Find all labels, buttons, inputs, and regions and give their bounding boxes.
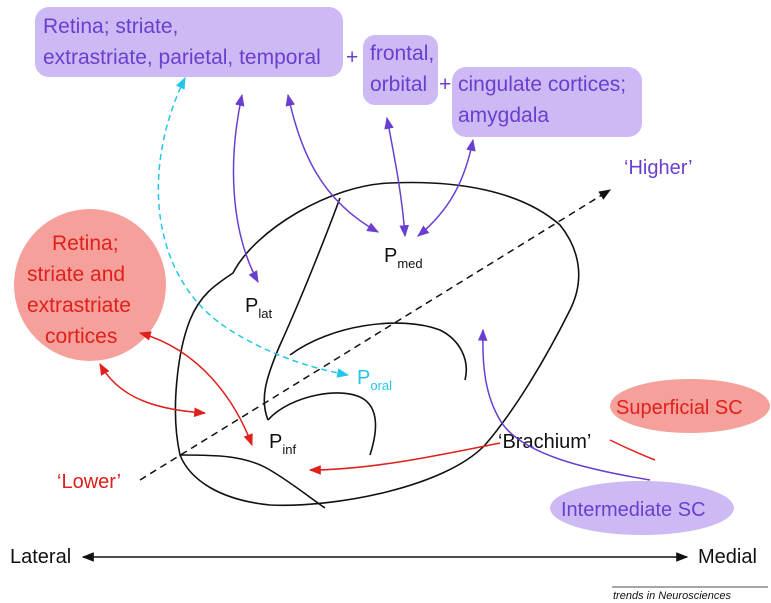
lateral-label: Lateral bbox=[10, 546, 71, 568]
circle-line1: Retina; bbox=[52, 232, 119, 255]
circle-line3: extrastriate bbox=[27, 294, 131, 317]
arrow-box2-pmed bbox=[384, 116, 409, 238]
lower-higher-axis bbox=[139, 189, 612, 481]
superficial-sc-ellipse bbox=[610, 379, 770, 433]
intermediate-sc-label: Intermediate SC bbox=[561, 499, 706, 521]
box1-line2: extrastriate, parietal, temporal bbox=[43, 46, 321, 69]
box3-line1: cingulate cortices; bbox=[458, 73, 626, 96]
cortex-box-2 bbox=[363, 35, 438, 105]
box3-line2: amygdala bbox=[458, 104, 549, 127]
arrow-box1-plat bbox=[232, 93, 259, 284]
arrow-circle-pinf-2 bbox=[138, 331, 253, 447]
medial-label: Medial bbox=[698, 546, 757, 568]
p-lat-label: Plat bbox=[245, 295, 272, 321]
arrow-intermediate-pmed bbox=[477, 328, 651, 481]
p-oral-label: Poral bbox=[357, 367, 392, 393]
arrow-cyan-poral bbox=[157, 76, 350, 378]
p-lat-boundary bbox=[263, 197, 341, 421]
cortex-box-1 bbox=[35, 7, 343, 77]
arrow-circle-pinf-1 bbox=[99, 362, 207, 418]
higher-label: ‘Higher’ bbox=[624, 157, 693, 179]
superficial-sc-label: Superficial SC bbox=[616, 397, 743, 419]
plus-1: + bbox=[346, 46, 358, 69]
p-inf-lower-boundary bbox=[179, 454, 326, 509]
plus-2: + bbox=[439, 73, 451, 96]
circle-line2: striate and bbox=[27, 263, 125, 286]
arrow-box3-pmed bbox=[417, 138, 476, 237]
credit-label: trends in Neurosciences bbox=[613, 590, 732, 602]
p-inf-label: Pinf bbox=[269, 431, 296, 457]
lower-label: ‘Lower’ bbox=[57, 471, 121, 493]
retina-circle bbox=[14, 209, 166, 361]
box1-line1: Retina; striate, bbox=[43, 15, 178, 38]
circle-line4: cortices bbox=[45, 325, 117, 348]
intermediate-sc-ellipse bbox=[550, 481, 734, 535]
brachium-label: ‘Brachium’ bbox=[498, 431, 591, 453]
arrow-brachium-pinf bbox=[308, 442, 501, 475]
arrow-box1-pmed bbox=[285, 93, 380, 233]
cortex-box-3 bbox=[452, 67, 642, 137]
p-inf-boundary bbox=[267, 392, 377, 456]
box2-line1: frontal, bbox=[370, 42, 434, 65]
p-med-label: Pmed bbox=[384, 245, 423, 271]
line-superficial-brachium bbox=[609, 439, 656, 461]
box2-line2: orbital bbox=[370, 73, 427, 96]
